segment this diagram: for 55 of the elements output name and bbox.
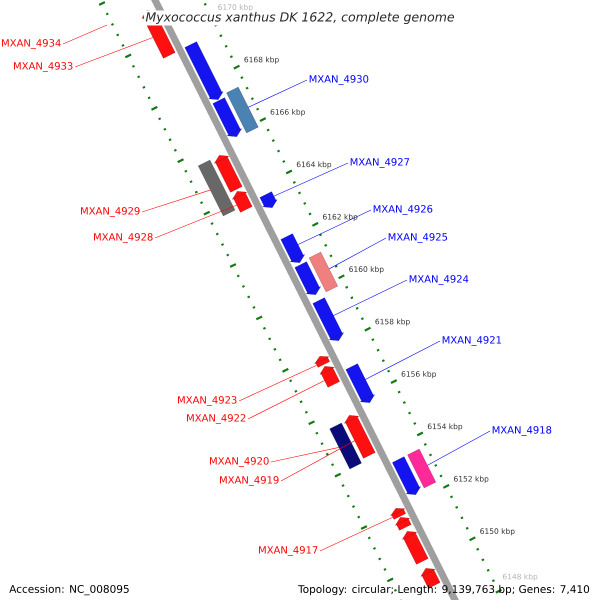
leader-line [329, 238, 386, 270]
gene-label: MXAN_4933 [14, 62, 72, 72]
leader-line [298, 210, 372, 245]
summary-text: Topology: circular; Length: 9,139,763 bp; Genes: 7,410 [298, 584, 590, 596]
gene-label: MXAN_4930 [310, 75, 368, 85]
gene-label: MXAN_4929 [81, 207, 140, 217]
leader-line [320, 516, 394, 552]
leader-line [74, 37, 154, 68]
gene-bar [198, 160, 236, 216]
gene-block [392, 456, 421, 495]
accession-text: Accession: NC_008095 [8, 584, 131, 596]
gene-block [346, 364, 375, 403]
leader-line [62, 24, 108, 44]
gene-block [184, 42, 224, 100]
gene-block [312, 298, 344, 341]
gene-bar [308, 252, 338, 292]
gene-label: MXAN_4926 [374, 205, 432, 215]
leader-line [142, 190, 210, 212]
gene-block [232, 191, 252, 212]
leader-line [238, 364, 318, 402]
gene-label: MXAN_4918 [492, 426, 552, 436]
leader-line [427, 430, 490, 466]
leader-line [274, 162, 348, 196]
gene-block [212, 98, 242, 137]
leader-line [154, 204, 237, 238]
gene-block [344, 415, 376, 458]
leader-line [333, 280, 408, 316]
leader-line [248, 80, 308, 108]
gene-label: MXAN_4919 [220, 476, 279, 486]
gene-block [402, 531, 428, 564]
leader-line [365, 340, 440, 380]
title: Myxococcus xanthus DK 1622, complete genome [144, 10, 456, 26]
gene-bar [330, 422, 362, 470]
gene-block [214, 155, 242, 192]
leader-line [270, 447, 340, 462]
gene-bar [226, 86, 258, 134]
gene-label: MXAN_4922 [187, 414, 246, 424]
gene-label: MXAN_4920 [210, 457, 269, 467]
gene-bar [407, 448, 436, 488]
gene-label: MXAN_4917 [259, 546, 318, 556]
gene-block [314, 356, 330, 368]
leader-line [248, 380, 325, 420]
gene-label: MXAN_4927 [350, 158, 410, 168]
gene-label: MXAN_4921 [442, 336, 502, 346]
gene-label: MXAN_4923 [178, 396, 236, 406]
gene-block [280, 234, 305, 263]
gene-label: MXAN_4924 [410, 275, 468, 285]
gene-block [395, 517, 412, 530]
gene-block [390, 508, 406, 520]
leader-line [280, 440, 355, 482]
gene-block [260, 192, 278, 208]
gene-block [294, 262, 321, 295]
gene-label: MXAN_4925 [388, 233, 448, 243]
gene-label: MXAN_4928 [94, 233, 153, 243]
gene-label: MXAN_4934 [2, 39, 61, 49]
